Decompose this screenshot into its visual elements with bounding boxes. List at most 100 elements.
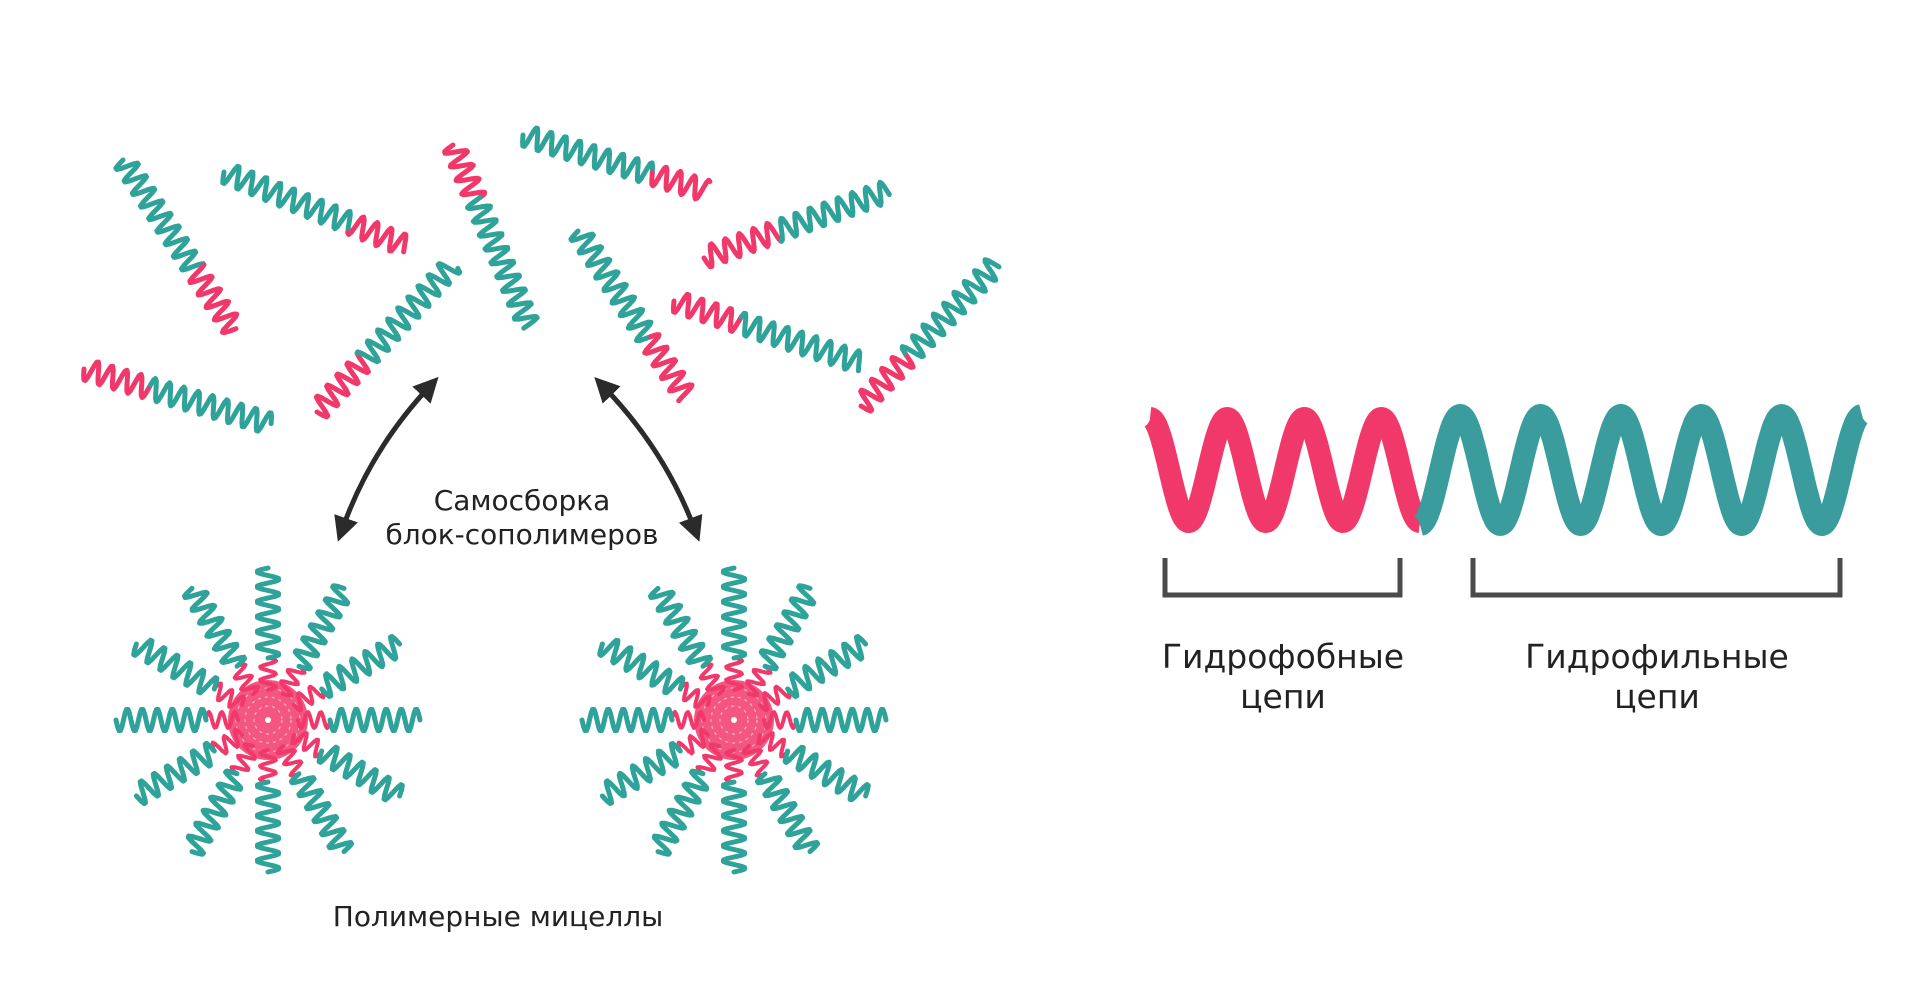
hydrophilic-segment [465, 194, 540, 331]
micelle-hydrophobic-arm [758, 684, 792, 713]
micelle-hydrophilic-arm [782, 744, 871, 803]
micelle [579, 565, 889, 875]
micelle-hydrophilic-arm [754, 771, 821, 855]
hydrophilic-block [1410, 404, 1872, 536]
copolymer-chain [520, 125, 713, 202]
micelle-hydrophobic-arm [724, 656, 744, 692]
micelle-core-ring [244, 696, 292, 744]
micelle-hydrophilic-arm [131, 637, 220, 696]
copolymer-chain [670, 291, 863, 374]
copolymer-chain [568, 228, 695, 404]
micelle-hydrophilic-arm [721, 779, 747, 875]
right-double-arrow [594, 377, 703, 542]
hydrophobic-segment [313, 350, 371, 420]
hydrophilic-segment [520, 125, 656, 184]
copolymer-chain [313, 261, 463, 420]
micelle-hydrophilic-arm [182, 585, 247, 669]
micelle-core-ring [710, 696, 758, 744]
copolymer-chain [442, 142, 540, 331]
hydrophilic-segment [147, 376, 274, 434]
micelle-hydrophilic-arm [327, 707, 423, 733]
hydrophobic-segment [345, 214, 409, 255]
micelle-hydrophobic-arm [232, 662, 261, 696]
micelle-hydrophobic-arm [210, 727, 244, 756]
micelle-hydrophobic-arm [676, 727, 710, 756]
micelle-hydrophilic-arm [785, 634, 869, 699]
micelles-label: Полимерные мицеллы [333, 900, 663, 933]
micelle-hydrophilic-arm [316, 744, 405, 803]
hydrophilic-segment [899, 257, 1002, 359]
micelle-core-ring [253, 705, 283, 735]
polymer-micelles [113, 565, 889, 875]
micelle-hydrophobic-arm [670, 710, 706, 730]
micelle-hydrophobic-arm [679, 681, 712, 709]
hydrophilic-segment [778, 179, 892, 244]
micelle-hydrophobic-arm [213, 681, 246, 709]
micelle-hydrophobic-arm [762, 710, 798, 730]
copolymer-chain [858, 257, 1002, 414]
micelle-hydrophobic-arm [258, 656, 278, 692]
hydrophobic-segment [649, 164, 713, 202]
hydrophobic-label-line2: цепи [1240, 677, 1326, 716]
micelle-hydrophobic-arm [741, 744, 770, 778]
hydrophobic-segment [670, 291, 744, 334]
copolymer-chain [220, 163, 409, 255]
micelle [113, 565, 423, 875]
micelle-core-ring [719, 705, 749, 735]
micelle-hydrophilic-arm [319, 634, 403, 699]
hydrophobic-segment [81, 359, 153, 400]
micelle-hydrophobic-arm [258, 748, 278, 784]
micelle-hydrophobic-arm [279, 665, 307, 698]
micelle-hydrophobic-arm [292, 684, 326, 713]
micelle-hydrophobic-arm [204, 710, 240, 730]
self-assembly-label-line2: блок-сополимеров [385, 518, 658, 551]
micelle-hydrophilic-arm [255, 779, 281, 875]
micelle-hydrophilic-arm [185, 768, 244, 857]
micelle-hydrophilic-arm [721, 565, 747, 661]
hydrophilic-segment [738, 310, 863, 374]
hydrophilic-segment [113, 157, 207, 273]
micelle-hydrophobic-arm [296, 710, 332, 730]
micelle-hydrophobic-arm [695, 742, 723, 775]
left-double-arrow [334, 376, 439, 542]
micelle-center [265, 717, 271, 723]
micelle-hydrophobic-arm [290, 731, 323, 759]
hydrophobic-segment [442, 142, 488, 200]
hydrophobic-segment [701, 221, 784, 270]
micelle-hydrophilic-arm [651, 768, 710, 857]
micelle-hydrophilic-arm [113, 707, 209, 733]
free-copolymer-chains [81, 125, 1002, 434]
micelle-hydrophilic-arm [648, 585, 713, 669]
hydrophilic-segment [220, 163, 353, 236]
hydrophobic-block [1139, 407, 1431, 533]
micelle-hydrophilic-arm [758, 583, 817, 672]
self-assembly-label-line1: Самосборка [434, 484, 611, 517]
hydrophilic-bracket [1470, 558, 1843, 598]
micelle-hydrophilic-arm [793, 707, 889, 733]
hydrophilic-label-line2: цепи [1614, 677, 1700, 716]
hydrophilic-segment [354, 261, 463, 365]
micelle-hydrophobic-arm [698, 662, 727, 696]
micelle-hydrophilic-arm [599, 741, 683, 806]
micelle-hydrophilic-arm [579, 707, 675, 733]
hydrophobic-segment [187, 262, 240, 336]
micelle-center [731, 717, 737, 723]
hydrophobic-label-line1: Гидрофобные [1162, 637, 1404, 676]
micelle-hydrophilic-arm [597, 637, 686, 696]
micelle-hydrophilic-arm [292, 583, 351, 672]
micelle-hydrophilic-arm [288, 771, 355, 855]
micelle-hydrophilic-arm [255, 565, 281, 661]
micelle-hydrophobic-arm [229, 742, 257, 775]
hydrophilic-segment [568, 228, 654, 344]
micelle-hydrophilic-arm [133, 740, 217, 807]
block-copolymer-chain [1139, 404, 1872, 536]
micelle-hydrophobic-arm [756, 731, 789, 759]
hydrophobic-segment [642, 332, 695, 404]
hydrophobic-bracket [1162, 558, 1403, 598]
hydrophilic-label-line1: Гидрофильные [1525, 637, 1789, 676]
copolymer-chain [113, 157, 240, 336]
copolymer-chain [701, 179, 892, 270]
micelle-hydrophobic-arm [724, 748, 744, 784]
hydrophobic-segment [858, 350, 916, 414]
